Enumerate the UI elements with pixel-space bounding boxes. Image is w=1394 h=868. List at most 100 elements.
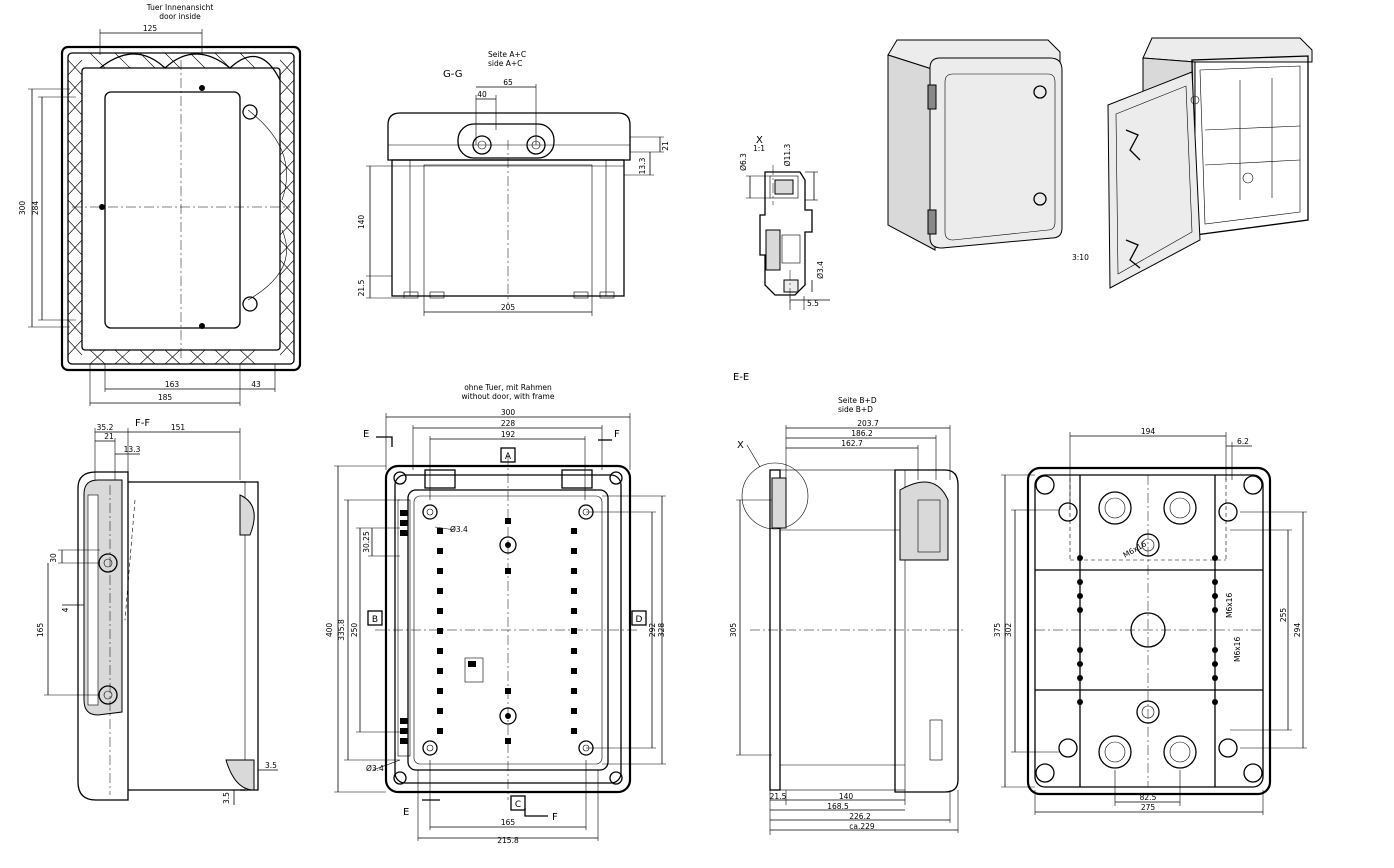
door-inside-title-de: Tuer Innenansicht <box>146 3 214 12</box>
dim-35-2: 35.2 <box>97 423 114 432</box>
dim-21-5-ee: 21.5 <box>770 792 787 801</box>
corner-screw-icon <box>1243 763 1263 783</box>
cut-f-top: F <box>614 429 620 440</box>
thread-label: M6x16 <box>1233 637 1242 662</box>
dim-ca-229: ca.229 <box>849 822 875 831</box>
dim-228: 228 <box>501 419 516 428</box>
dim-165-frame: 165 <box>501 818 516 827</box>
lock-bottom-icon <box>242 296 258 312</box>
corner-screw-icon <box>393 471 407 485</box>
iso-open-handle-bottom-icon <box>1125 239 1141 269</box>
dim-13-3-ff: 13.3 <box>124 445 141 454</box>
marker-a <box>500 447 516 463</box>
cut-e-top: E <box>363 429 369 440</box>
marker-c-label: C <box>515 800 521 810</box>
thread-label: M6x16 <box>1225 593 1234 618</box>
door-inside-view: Tuer Innenansicht door inside 125 <box>18 3 302 406</box>
dim-3-5-bottom: 3.5 <box>222 792 231 804</box>
iso-lock-bottom-icon <box>1033 192 1047 206</box>
detail-x-view: X 1:1 Ø6.3 Ø11.3 Ø3.4 5.5 <box>739 135 830 310</box>
gg-side-de: Seite A+C <box>488 50 526 59</box>
dim-d11-3: Ø11.3 <box>783 143 792 166</box>
dim-3-5-right: 3.5 <box>265 761 277 770</box>
dim-21-gg: 21 <box>661 141 670 151</box>
detail-x-scale: 1:1 <box>753 144 765 153</box>
corner-screw-icon <box>1035 763 1055 783</box>
detail-x-label: X <box>756 135 763 146</box>
dim-292: 292 <box>648 623 657 638</box>
dim-13-3-gg: 13.3 <box>638 157 647 174</box>
dim-375: 375 <box>993 623 1002 638</box>
dim-21-5-gg: 21.5 <box>357 279 366 296</box>
corner-screw-icon <box>609 771 623 785</box>
dim-305: 305 <box>729 623 738 638</box>
dim-215-8: 215.8 <box>497 836 519 845</box>
dim-302: 302 <box>1004 623 1013 638</box>
iso-door <box>929 57 1063 249</box>
marker-a-label: A <box>505 452 512 462</box>
dim-185: 185 <box>158 393 173 402</box>
iso-closed-view: 3:10 <box>887 39 1089 262</box>
dim-30-ff: 30 <box>49 553 58 563</box>
dim-82-5: 82.5 <box>1140 793 1157 802</box>
dim-300-door: 300 <box>18 201 27 216</box>
dim-125: 125 <box>143 24 158 33</box>
marker-b-label: B <box>372 615 378 625</box>
cut-f-bottom: F <box>552 812 558 823</box>
bottom-view: 194 6.2 <box>993 427 1307 815</box>
dim-335-8: 335.8 <box>337 619 346 641</box>
dim-203-7: 203.7 <box>857 419 879 428</box>
marker-d <box>631 610 647 626</box>
gg-side-en: side A+C <box>488 59 522 68</box>
gg-lid <box>387 112 631 161</box>
dim-300-frame: 300 <box>501 408 516 417</box>
dim-5-5: 5.5 <box>807 299 819 308</box>
dim-d3-4-bottom: Ø3.4 <box>366 764 384 773</box>
dim-284: 284 <box>31 201 40 216</box>
ee-body <box>779 469 906 791</box>
dim-255: 255 <box>1279 608 1288 623</box>
iso-open-handle-top-icon <box>1125 129 1141 161</box>
dim-d3-4-top: Ø3.4 <box>450 525 468 534</box>
dim-192: 192 <box>501 430 516 439</box>
knockout-holes <box>1058 491 1238 769</box>
iso-open-view <box>1107 37 1313 289</box>
dim-194: 194 <box>1141 427 1156 436</box>
section-ff-label: F-F <box>135 418 150 429</box>
marker-d-label: D <box>636 615 643 625</box>
corner-screw-icon <box>393 771 407 785</box>
corner-screw-icon <box>609 471 623 485</box>
dim-168-5: 168.5 <box>827 802 849 811</box>
detail-x-ref: X <box>737 440 744 451</box>
door-outline <box>60 45 302 372</box>
dim-6-2: 6.2 <box>1237 437 1249 446</box>
iso-lock-top-icon <box>1033 85 1047 99</box>
dim-30-25: 30.25 <box>362 531 371 553</box>
iso-open-door <box>1107 71 1201 289</box>
section-ee-view: E-E Seite B+D side B+D 203.7 186.2 162.7… <box>729 372 965 835</box>
ff-lid-profile <box>77 471 129 801</box>
frame-title-de: ohne Tuer, mit Rahmen <box>464 383 552 392</box>
lock-top-icon <box>242 104 258 120</box>
dim-162-7: 162.7 <box>841 439 863 448</box>
dim-d6-3: Ø6.3 <box>739 153 748 171</box>
corner-screw-icon <box>1035 475 1055 495</box>
dim-275: 275 <box>1141 803 1156 812</box>
iso-open-interior <box>1191 55 1309 236</box>
dim-400: 400 <box>325 623 334 638</box>
section-gg-label: G-G <box>443 69 462 80</box>
dim-140-ee: 140 <box>839 792 854 801</box>
door-inside-title-en: door inside <box>159 12 201 21</box>
dim-186-2: 186.2 <box>851 429 873 438</box>
dim-294: 294 <box>1293 623 1302 638</box>
detail-x-profile <box>759 171 813 296</box>
dim-328: 328 <box>657 623 666 638</box>
frame-view: ohne Tuer, mit Rahmen without door, with… <box>325 383 666 845</box>
dim-205: 205 <box>501 303 516 312</box>
corner-screw-icon <box>1243 475 1263 495</box>
marker-c <box>510 795 526 811</box>
section-ee-label: E-E <box>733 372 749 383</box>
dim-151: 151 <box>171 423 186 432</box>
